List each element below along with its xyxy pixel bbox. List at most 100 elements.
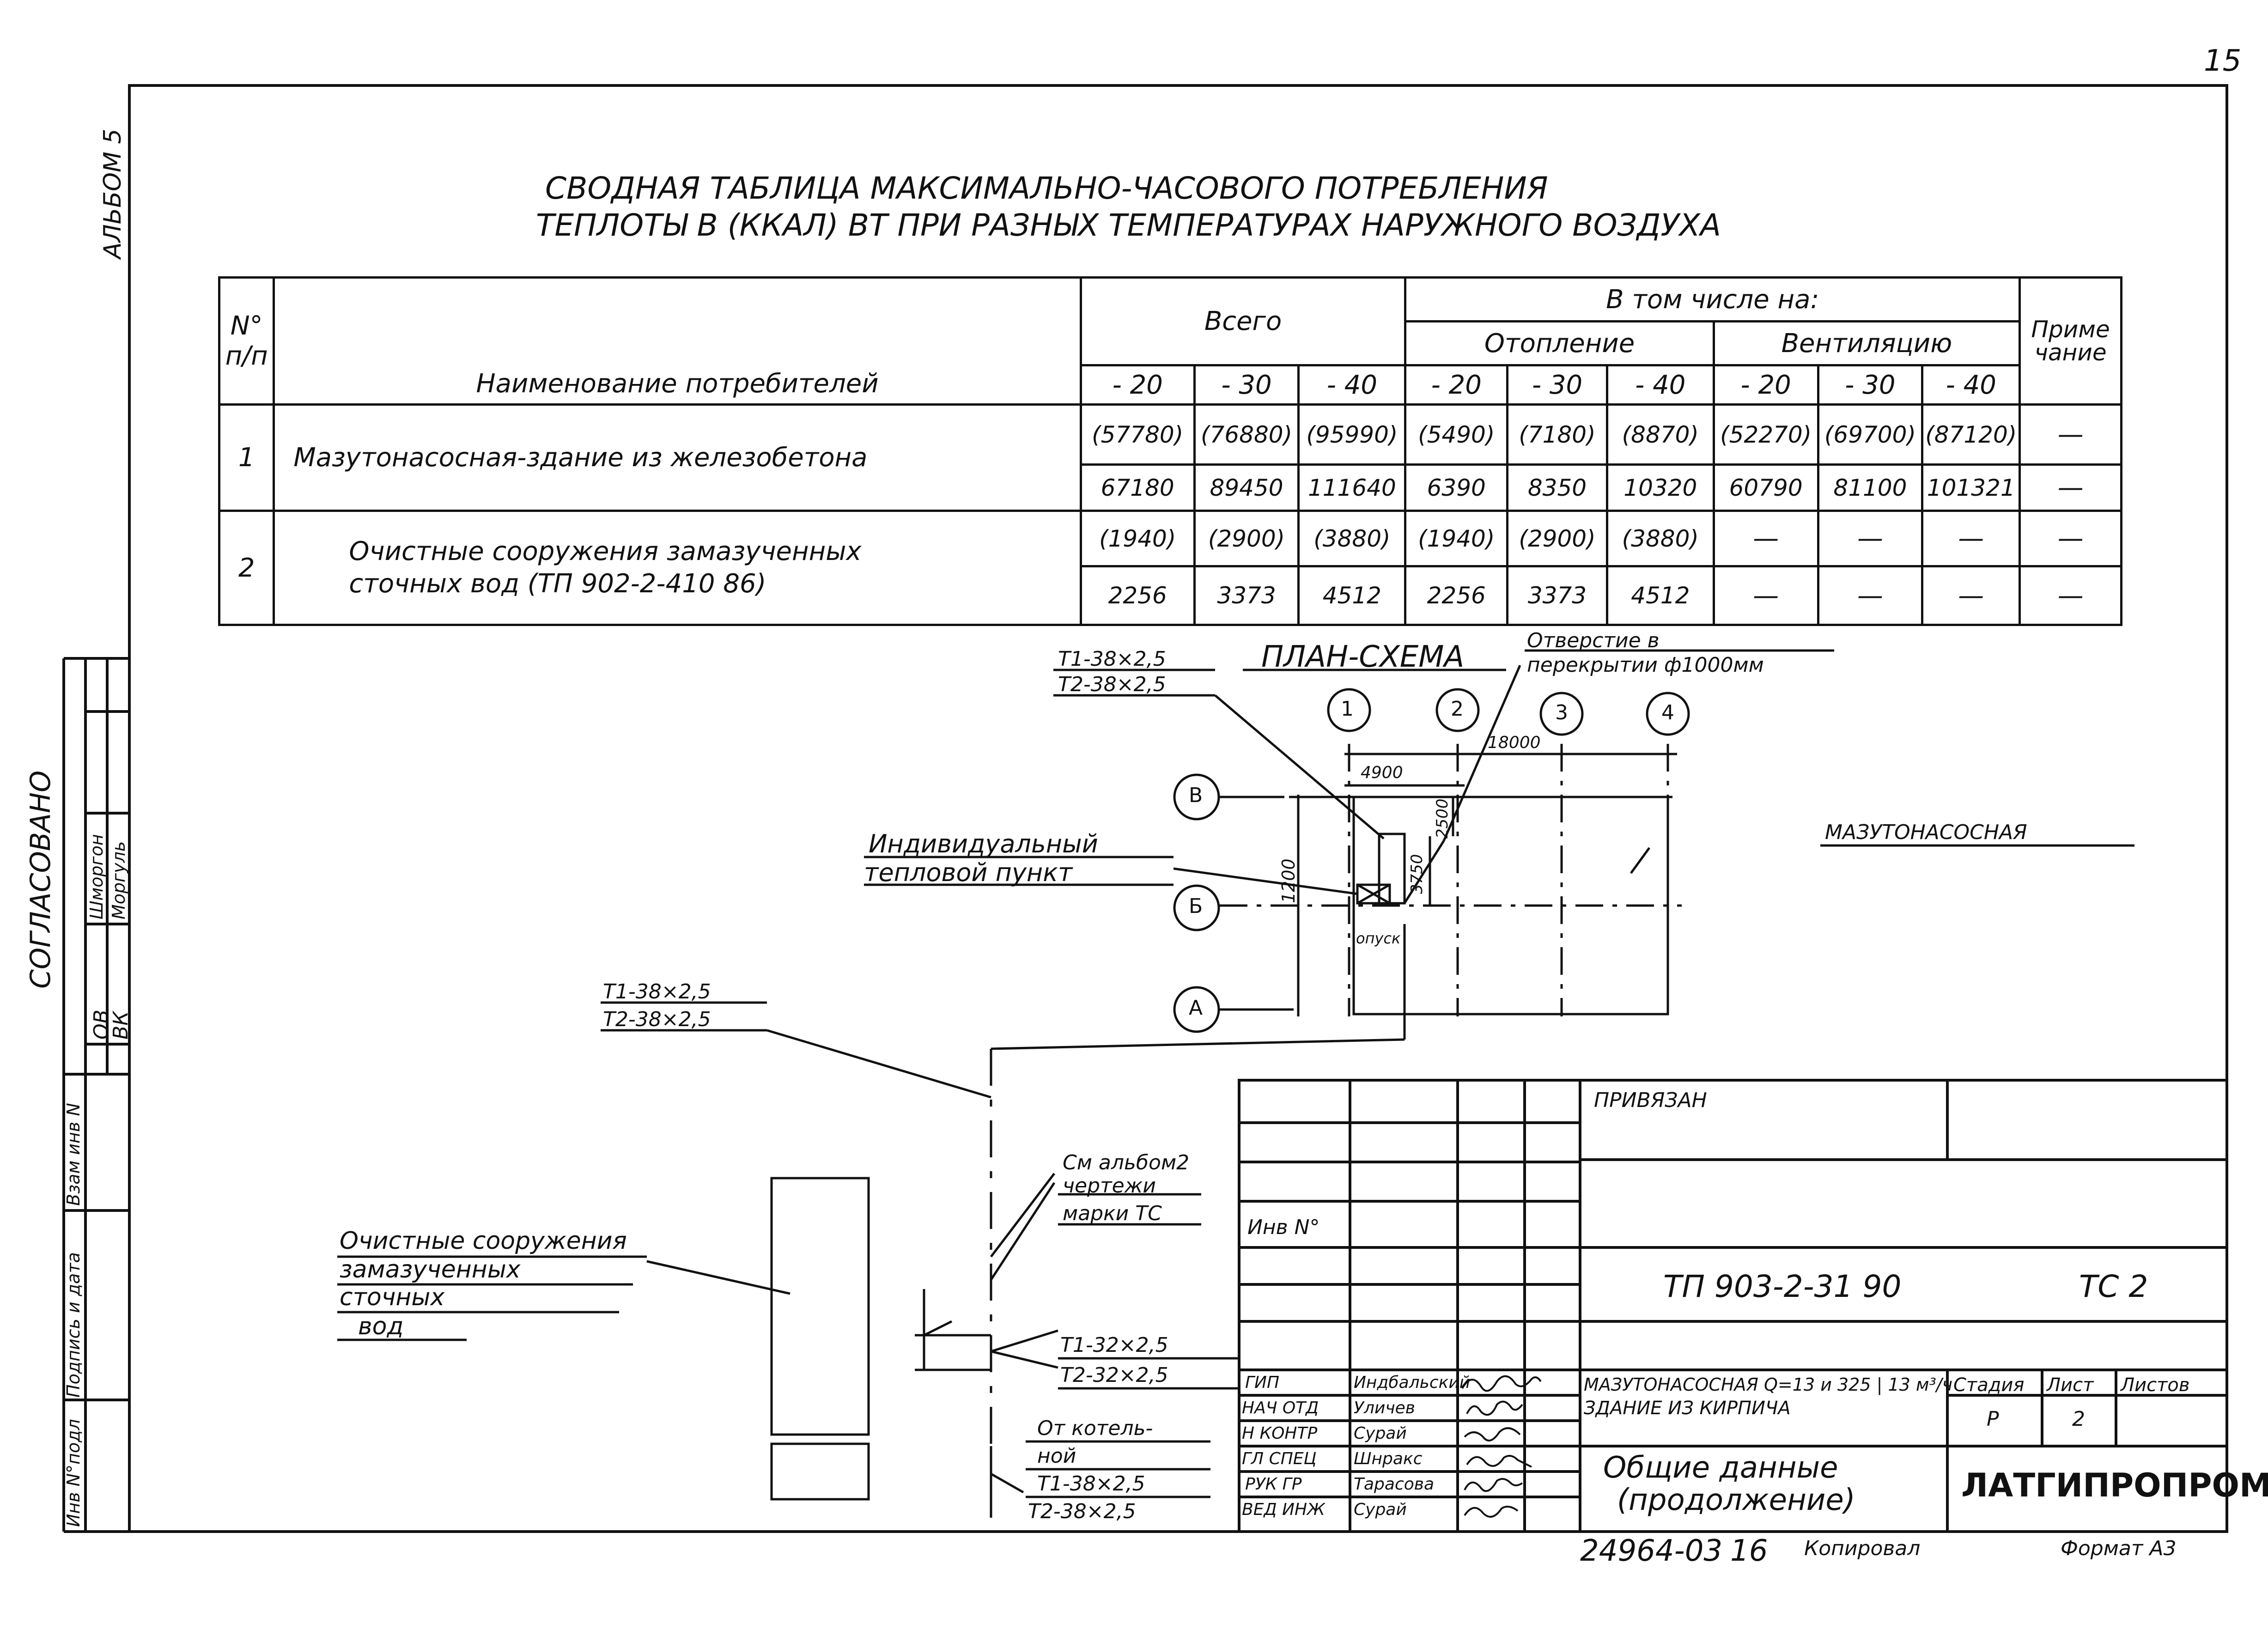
row-name: Мазутонасосная-здание из железобетона bbox=[273, 403, 1082, 512]
temp-header: - 40 bbox=[1605, 364, 1715, 406]
frame-border bbox=[128, 84, 2228, 1533]
axis-2-circle bbox=[1435, 688, 1480, 732]
col-num-header: N°п/п bbox=[218, 276, 275, 406]
cell-note: — bbox=[2019, 510, 2122, 567]
cell-value: — bbox=[1712, 510, 1819, 567]
opening-note-line2: перекрытии ф1000мм bbox=[1527, 653, 1764, 677]
cell-value: (3880) bbox=[1605, 510, 1715, 567]
stamp-organization: ЛАТГИПРОПРОМ bbox=[1961, 1466, 2268, 1504]
cell-value: 111640 bbox=[1297, 463, 1407, 512]
pipe-32-t2: Т2-32×2,5 bbox=[1060, 1363, 1168, 1387]
sub-heating-header: Отопление bbox=[1404, 320, 1715, 366]
cell-value: (3880) bbox=[1297, 510, 1407, 567]
signer-role: Н КОНТР bbox=[1242, 1424, 1318, 1443]
signer-name: Индбальский bbox=[1354, 1373, 1471, 1392]
sub-ventilation-header: Вентиляцию bbox=[1712, 320, 2021, 366]
table-row: 67180 89450 111640 6390 8350 10320 60790… bbox=[219, 463, 2122, 512]
cell-value: — bbox=[1817, 510, 1924, 567]
consumption-table: N°п/п Наименование потребителей Всего В … bbox=[218, 276, 2122, 626]
axis-1-label: 1 bbox=[1341, 697, 1354, 721]
cell-value: (76880) bbox=[1193, 403, 1300, 466]
cell-value: 60790 bbox=[1712, 463, 1819, 512]
temp-header: - 40 bbox=[1921, 364, 2021, 406]
plan-scheme bbox=[337, 649, 2134, 1520]
stamp-sheets-label: Листов bbox=[2121, 1374, 2190, 1396]
see-album-line1: См альбом2 bbox=[1063, 1151, 1190, 1174]
pipe-32-t1: Т1-32×2,5 bbox=[1060, 1333, 1168, 1357]
pipe-left-t1: Т1-38×2,5 bbox=[603, 980, 711, 1003]
margin-row2-name: Моргуль bbox=[109, 841, 129, 919]
margin-inv-orig: Инв N°подл bbox=[63, 1419, 84, 1527]
treatment-label-line3: сточных bbox=[340, 1283, 445, 1311]
stamp-sheet-value: 2 bbox=[2072, 1407, 2085, 1431]
cell-value: (87120) bbox=[1921, 403, 2021, 466]
margin-sign-date: Подпись и дата bbox=[63, 1252, 84, 1398]
footer-format: Формат А3 bbox=[2061, 1537, 2177, 1560]
row-num: 2 bbox=[218, 510, 275, 626]
temp-header: - 40 bbox=[1297, 364, 1407, 406]
axis-b-circle bbox=[1173, 884, 1220, 931]
col-name-header: Наименование потребителей bbox=[273, 276, 1082, 406]
stamp-stage-value: Р bbox=[1987, 1407, 1999, 1431]
signer-name: Сурай bbox=[1354, 1424, 1407, 1443]
cell-value: — bbox=[1712, 565, 1819, 626]
cell-value: (1940) bbox=[1404, 510, 1509, 567]
group-including-header: В том числе на: bbox=[1404, 276, 2021, 322]
cell-value: (57780) bbox=[1079, 403, 1196, 466]
axis-a-circle bbox=[1173, 986, 1220, 1033]
dim-4900: 4900 bbox=[1361, 763, 1403, 782]
stamp-inv-no: Инв N° bbox=[1247, 1216, 1320, 1239]
cell-value: (69700) bbox=[1817, 403, 1924, 466]
signer-name: Шнракс bbox=[1354, 1449, 1423, 1468]
building-label: МАЗУТОНАСОСНАЯ bbox=[1825, 821, 2027, 844]
signer-role: ВЕД ИНЖ bbox=[1242, 1500, 1325, 1519]
footer-number: 24964-03 bbox=[1580, 1534, 1723, 1568]
signer-name: Тарасова bbox=[1354, 1475, 1435, 1494]
treatment-label-line1: Очистные сооружения bbox=[340, 1227, 627, 1255]
temp-header: - 30 bbox=[1817, 364, 1924, 406]
cell-value: (2900) bbox=[1193, 510, 1300, 567]
signer-role: ГЛ СПЕЦ bbox=[1242, 1449, 1317, 1468]
group-total-header: Всего bbox=[1079, 276, 1407, 366]
pipe-top-t2: Т2-38×2,5 bbox=[1058, 673, 1166, 696]
cell-value: 8350 bbox=[1506, 463, 1608, 512]
axis-1-circle bbox=[1327, 688, 1371, 732]
row-name-line1: Очистные сооружения замазученных bbox=[349, 536, 862, 566]
axis-4-label: 4 bbox=[1661, 701, 1674, 724]
cell-value: 3373 bbox=[1506, 565, 1608, 626]
stamp-doc-code: ТП 903-2-31 90 bbox=[1663, 1269, 1902, 1304]
row-name-line2: сточных вод (ТП 902-2-410 86) bbox=[349, 569, 766, 599]
boiler-pipe-t2: Т2-38×2,5 bbox=[1028, 1500, 1136, 1523]
footer-sheet: 16 bbox=[1730, 1534, 1768, 1568]
boiler-pipe-t1: Т1-38×2,5 bbox=[1037, 1472, 1145, 1496]
table-row: 2256 3373 4512 2256 3373 4512 — — — — bbox=[219, 565, 2122, 626]
temp-header: - 30 bbox=[1193, 364, 1300, 406]
col-note-header: Приме чание bbox=[2019, 276, 2122, 406]
col-num-bottom: п/п bbox=[225, 341, 268, 371]
itp-label-line1: Индивидуальный bbox=[869, 829, 1098, 858]
axis-3-label: 3 bbox=[1555, 701, 1568, 724]
signer-role: ГИП bbox=[1245, 1373, 1280, 1392]
cell-value: (2900) bbox=[1506, 510, 1608, 567]
table-title-line1: СВОДНАЯ ТАБЛИЦА МАКСИМАЛЬНО-ЧАСОВОГО ПОТ… bbox=[545, 170, 1548, 206]
cell-value: — bbox=[1921, 565, 2021, 626]
margin-row2-dept: ВК bbox=[109, 1011, 133, 1040]
cell-note: — bbox=[2019, 463, 2122, 512]
margin-agreed: СОГЛАСОВАНО bbox=[24, 770, 57, 989]
margin-repl-inv: Взам инв N bbox=[63, 1103, 84, 1206]
row-num: 1 bbox=[218, 403, 275, 512]
cell-value: 6390 bbox=[1404, 463, 1509, 512]
cell-value: (8870) bbox=[1605, 403, 1715, 466]
treatment-label-line4: вод bbox=[358, 1313, 404, 1340]
temp-header: - 20 bbox=[1079, 364, 1196, 406]
temp-header: - 30 bbox=[1506, 364, 1608, 406]
pipe-left-t2: Т2-38×2,5 bbox=[603, 1008, 711, 1031]
table-title-line2: ТЕПЛОТЫ В (ККАЛ) ВТ ПРИ РАЗНЫХ ТЕМПЕРАТУ… bbox=[536, 207, 1721, 243]
opening-note-line1: Отверстие в bbox=[1527, 629, 1660, 652]
cell-note: — bbox=[2019, 565, 2122, 626]
cell-value: 2256 bbox=[1404, 565, 1509, 626]
cell-value: (5490) bbox=[1404, 403, 1509, 466]
cell-value: 67180 bbox=[1079, 463, 1196, 512]
axis-4-circle bbox=[1646, 692, 1690, 736]
